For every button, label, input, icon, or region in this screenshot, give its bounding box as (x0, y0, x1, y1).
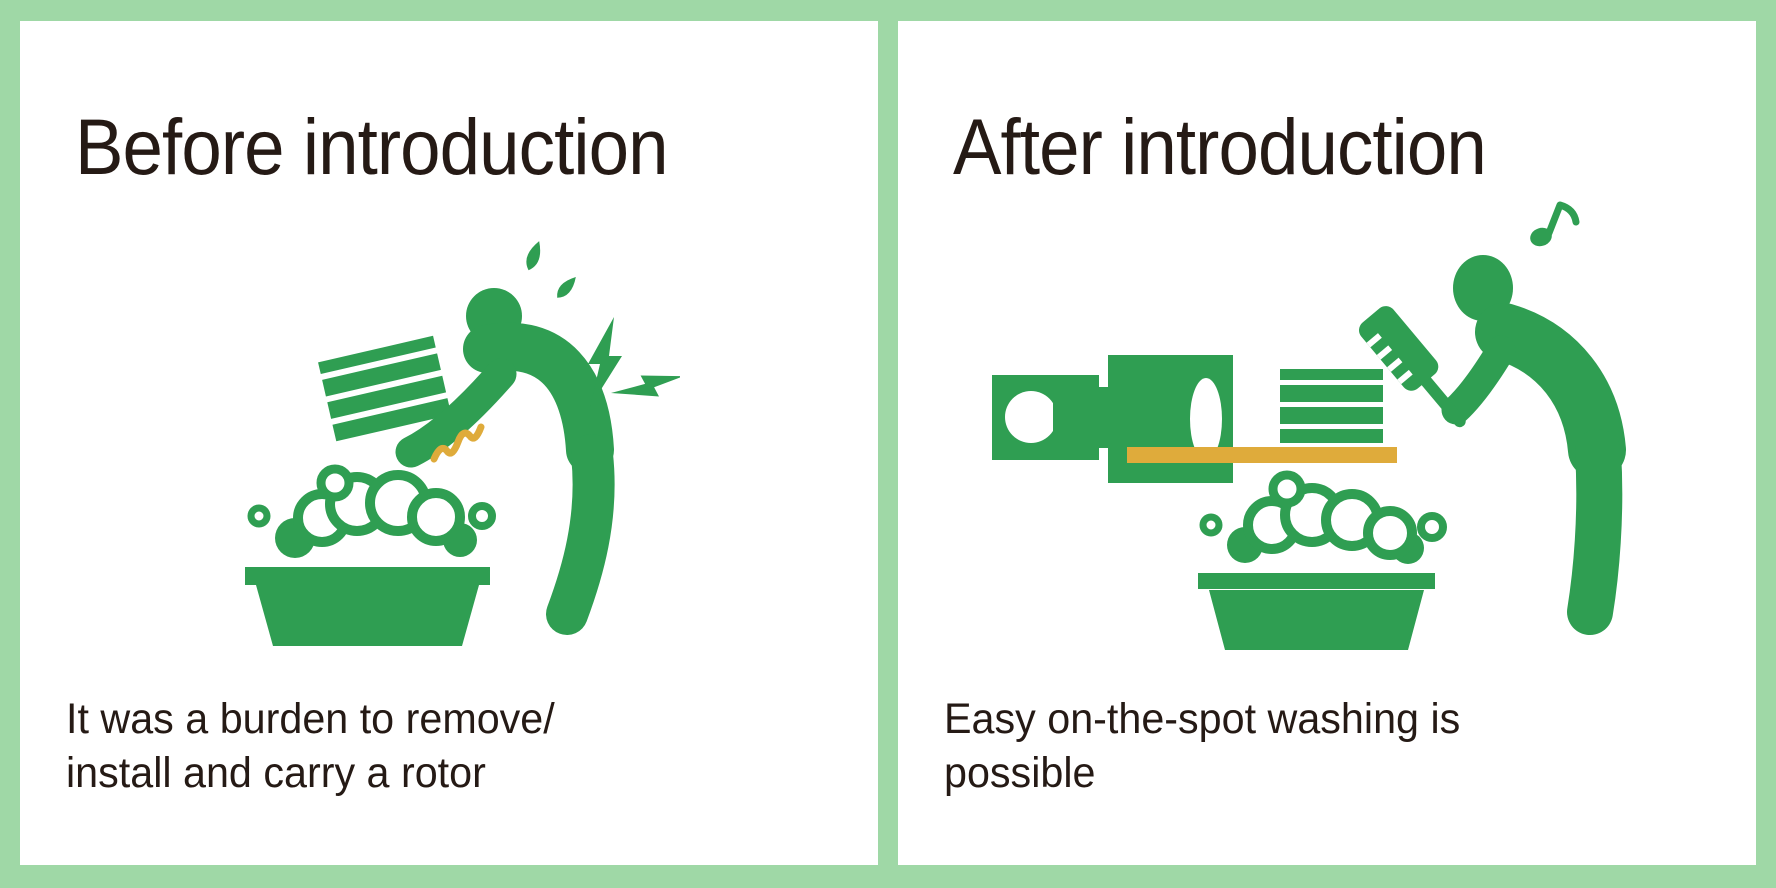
brush-icon (1359, 306, 1466, 428)
bubble-icon (316, 464, 354, 502)
worker-with-brush-icon (1359, 255, 1626, 635)
bubble-icon (1417, 512, 1447, 542)
rotor-stack-icon (1280, 369, 1383, 443)
sweat-drops-icon (526, 241, 576, 298)
panel-after-title: After introduction (953, 101, 1487, 191)
worker-carrying-rotor-icon (245, 241, 680, 646)
panel-before-caption: It was a burden to remove/ install and c… (66, 694, 555, 797)
music-note-icon (1530, 201, 1580, 247)
centrifuge-machine-icon (992, 355, 1233, 483)
panel-before: Before introduction (20, 21, 878, 865)
bubble-icon (1268, 470, 1306, 508)
worker-icon (395, 288, 615, 635)
strain-squiggle-icon (430, 423, 485, 463)
rotor-stack-icon (318, 335, 452, 442)
on-the-spot-washing-icon (992, 201, 1626, 650)
washtub-foam-icon (245, 464, 496, 646)
rail-icon (1127, 447, 1397, 463)
panel-after-caption: Easy on-the-spot washing is possible (944, 694, 1461, 797)
bubble-icon (247, 504, 271, 528)
washtub-foam-icon (1198, 470, 1447, 650)
pain-flash-icon (588, 317, 680, 407)
bubble-icon (1199, 513, 1223, 537)
bubble-icon (468, 502, 496, 530)
panel-after: After introduction (898, 21, 1756, 865)
panel-before-title: Before introduction (75, 101, 669, 191)
